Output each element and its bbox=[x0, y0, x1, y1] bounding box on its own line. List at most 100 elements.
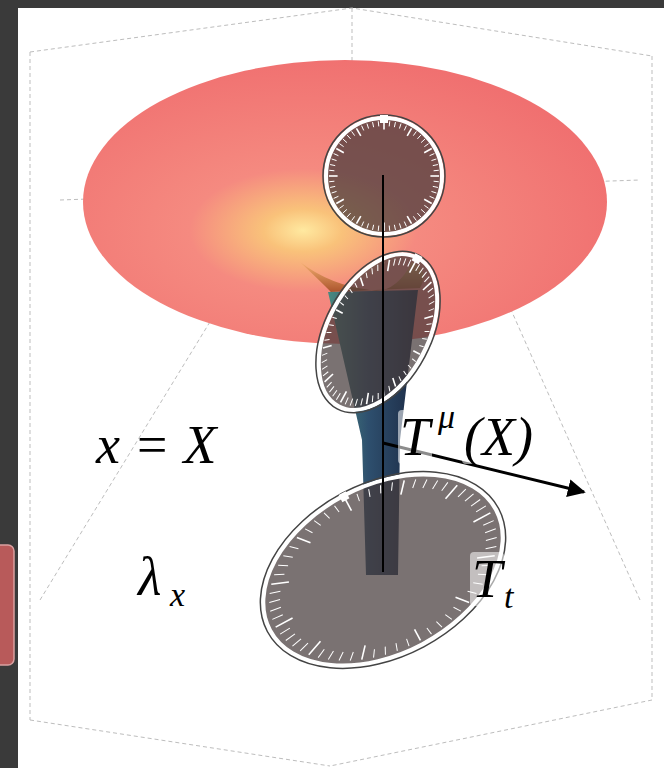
clock-tick bbox=[422, 271, 427, 278]
clock-tick bbox=[456, 593, 470, 607]
clock-tick bbox=[394, 643, 400, 651]
clock-tick bbox=[272, 614, 282, 620]
clock-tick bbox=[336, 652, 345, 661]
clock-tick bbox=[404, 126, 406, 131]
clock-tick bbox=[336, 393, 340, 400]
clock-tick bbox=[483, 520, 493, 526]
clock-tick bbox=[305, 527, 312, 535]
clock-tick bbox=[347, 135, 350, 139]
clock-tick bbox=[397, 258, 402, 265]
clock-tick bbox=[434, 170, 439, 172]
scale-subscript: x bbox=[168, 578, 187, 612]
clock-tick bbox=[349, 289, 354, 293]
clock-tick bbox=[356, 216, 360, 224]
clock-tick bbox=[370, 395, 375, 402]
clock-tick bbox=[485, 527, 496, 534]
clock-tick bbox=[470, 500, 481, 507]
clock-tick bbox=[362, 126, 364, 131]
clock-tick bbox=[299, 643, 310, 651]
clock-tick bbox=[329, 323, 334, 326]
clock-tick bbox=[417, 213, 420, 217]
clock-tick bbox=[389, 226, 391, 231]
clock-tick bbox=[486, 535, 497, 542]
time-label: T bbox=[470, 552, 504, 606]
clock-tick bbox=[431, 191, 436, 193]
clock-tick bbox=[270, 606, 281, 613]
clock-tick bbox=[430, 154, 435, 156]
clock-tick bbox=[433, 165, 438, 166]
clock-tick bbox=[339, 205, 343, 208]
clock-tick bbox=[390, 378, 399, 387]
clock-tick bbox=[429, 293, 434, 299]
clock-tick bbox=[424, 148, 432, 152]
clock-tick bbox=[285, 634, 296, 641]
clock-tick bbox=[433, 186, 438, 187]
clock-tick bbox=[324, 338, 329, 343]
clock-tick bbox=[323, 342, 332, 351]
clock-tick bbox=[330, 165, 335, 166]
clock-tick bbox=[407, 216, 411, 224]
clock-tick bbox=[276, 618, 293, 627]
box-edge bbox=[30, 52, 31, 720]
clock-tick bbox=[291, 639, 302, 646]
clock-tick bbox=[399, 223, 401, 228]
clock-tick bbox=[269, 597, 280, 604]
clock-tick bbox=[336, 310, 343, 314]
clock-tick bbox=[392, 259, 397, 266]
clock-tick bbox=[359, 398, 364, 405]
clock-tick bbox=[341, 391, 347, 402]
clock-tick bbox=[424, 313, 433, 322]
clock-tick bbox=[434, 181, 439, 183]
clock-tick bbox=[387, 386, 392, 392]
box-edge bbox=[330, 700, 652, 766]
position-label: x = X bbox=[94, 418, 218, 472]
clock-tick bbox=[429, 300, 434, 306]
clock-tick bbox=[425, 329, 430, 333]
clock-marker bbox=[339, 491, 350, 502]
clock-tick bbox=[445, 613, 452, 621]
clock-tick bbox=[322, 351, 327, 357]
clock-tick bbox=[330, 186, 335, 187]
clock-tick bbox=[345, 398, 349, 405]
clock-tick bbox=[413, 351, 420, 355]
clock-tick bbox=[343, 139, 347, 142]
clock-tick bbox=[407, 365, 412, 368]
clock-tick bbox=[367, 124, 369, 129]
clock-tick bbox=[334, 196, 339, 198]
clock-tick bbox=[274, 570, 284, 578]
clock-tick bbox=[314, 519, 321, 527]
clock-tick bbox=[415, 629, 421, 640]
clock-tick bbox=[278, 561, 288, 569]
clock-tick bbox=[427, 627, 432, 634]
clock-tick bbox=[417, 135, 420, 139]
clock-tick bbox=[347, 652, 356, 661]
clock-tick bbox=[413, 216, 416, 220]
clock-tick bbox=[430, 196, 435, 198]
clock-tick bbox=[357, 645, 371, 659]
clock-tick bbox=[410, 479, 419, 488]
vector-argument: (X) bbox=[462, 410, 535, 464]
clock-tick bbox=[402, 258, 406, 265]
clock-tick bbox=[367, 489, 373, 497]
clock-tick bbox=[352, 131, 355, 135]
clock-tick bbox=[457, 489, 468, 497]
clock-tick bbox=[334, 154, 339, 156]
clock-tick bbox=[297, 533, 311, 547]
slide-panel bbox=[18, 8, 664, 768]
clock-tick bbox=[431, 159, 436, 161]
box-edge bbox=[30, 8, 652, 56]
box-edge bbox=[652, 56, 653, 700]
clock-tick bbox=[367, 223, 369, 228]
clock-tick bbox=[340, 302, 344, 305]
clock-tick bbox=[283, 552, 292, 561]
clock-tick bbox=[336, 199, 344, 203]
clock-face bbox=[290, 230, 465, 433]
clock-tick bbox=[344, 296, 349, 299]
clock-tick bbox=[422, 337, 427, 340]
clock-tick bbox=[271, 576, 289, 589]
clock-tick bbox=[346, 500, 352, 511]
clock-tick bbox=[419, 267, 423, 274]
clock-tick bbox=[332, 191, 337, 193]
